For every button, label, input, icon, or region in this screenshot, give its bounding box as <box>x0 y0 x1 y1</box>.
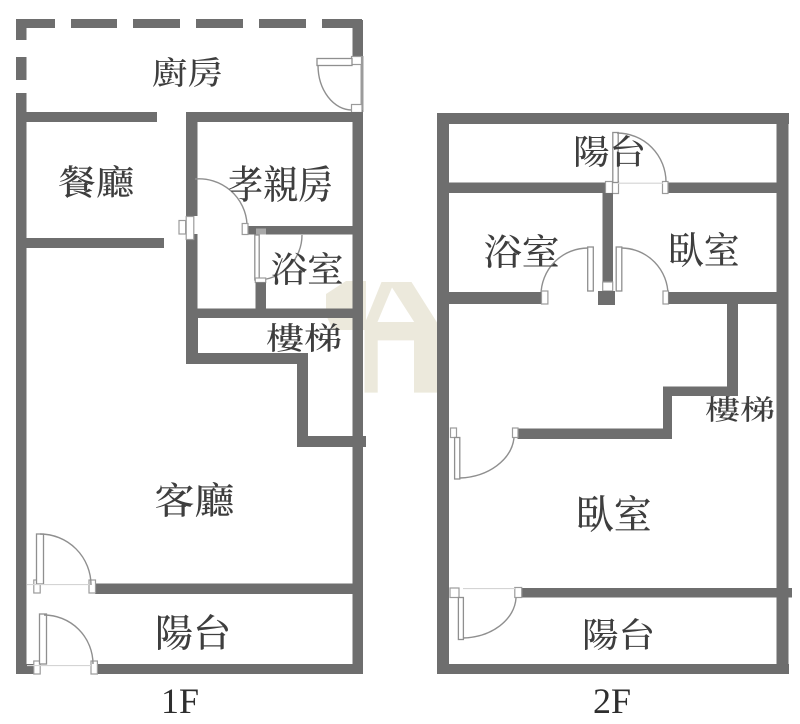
svg-text:1F: 1F <box>161 681 199 721</box>
svg-text:2F: 2F <box>593 681 631 721</box>
